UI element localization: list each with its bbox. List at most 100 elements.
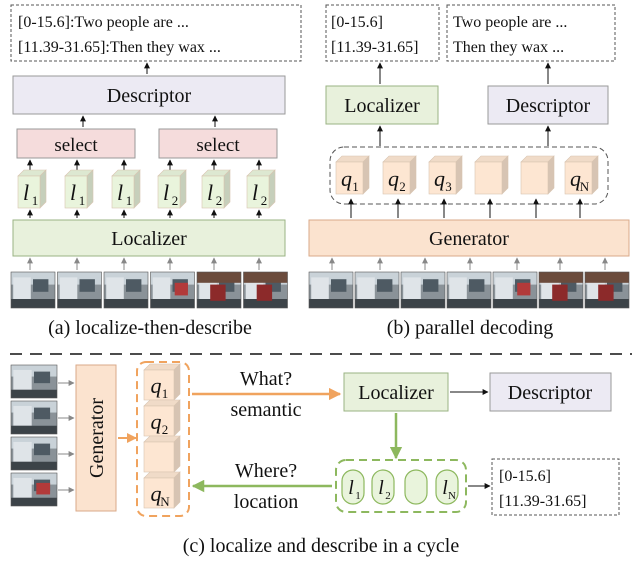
panel-c-query-4-subscript: N xyxy=(160,494,170,509)
panel-b-localizer-label: Localizer xyxy=(344,95,420,117)
panel-b-query-1-subscript: 1 xyxy=(352,179,359,194)
panel-b-frame-3 xyxy=(400,271,446,309)
panel-c-loc-token-2-symbol: l xyxy=(378,477,384,499)
panel-a-token-2-symbol: l xyxy=(70,180,76,205)
panel-a-token-4-symbol: l xyxy=(163,180,169,205)
panel-b-query-4 xyxy=(474,155,509,195)
panel-b-query-6-symbol: q xyxy=(570,166,581,191)
panel-a-frame-5 xyxy=(196,271,242,309)
panel-c-query-2-subscript: 2 xyxy=(162,422,169,437)
panel-a-token-6-subscript: 2 xyxy=(261,193,268,208)
panel-c-loc-token-2-subscript: 2 xyxy=(385,490,391,502)
panel-c-query-2-symbol: q xyxy=(151,409,162,434)
panel-b-generator-box xyxy=(308,219,630,257)
panel-b-caption: (b) parallel decoding xyxy=(387,317,554,339)
panel-c-frame-1 xyxy=(10,364,58,399)
panel-b-query-3-symbol: q xyxy=(434,166,445,191)
panel-c-output-box xyxy=(491,458,620,516)
panel-c-loc-token-1-subscript: 1 xyxy=(355,490,361,502)
panel-b-loc-output-box xyxy=(325,4,440,62)
panel-c-video-frames xyxy=(10,364,58,507)
panel-b-frame-2 xyxy=(354,271,400,309)
panel-b-frame-6 xyxy=(538,271,584,309)
panel-b-desc-output-box xyxy=(446,4,616,62)
panel-a-select-label-2: select xyxy=(196,135,240,156)
panel-c-frame-arrows xyxy=(58,380,75,493)
panel-b-query-2-subscript: 2 xyxy=(399,179,406,194)
panel-a-localizer-label: Localizer xyxy=(111,228,187,250)
panel-a-frame-3 xyxy=(103,271,149,309)
panel-a-output-line2: [11.39-31.65]:Then they wax ... xyxy=(18,39,221,56)
panel-c-caption: (c) localize and describe in a cycle xyxy=(183,535,460,557)
panel-a-frame-1 xyxy=(10,271,56,309)
panel-b-query-group xyxy=(329,146,609,205)
panel-c-query-1-symbol: q xyxy=(151,373,162,398)
panel-a-token-6-symbol: l xyxy=(252,180,258,205)
panel-c-descriptor-box xyxy=(489,372,612,412)
panel-b-frame-7 xyxy=(584,271,630,309)
panel-b-query-2-symbol: q xyxy=(388,166,399,191)
panel-b-query-6-subscript: N xyxy=(580,179,590,194)
panel-a-caption: (a) localize-then-describe xyxy=(48,317,252,339)
panel-c-frame-4 xyxy=(10,472,58,507)
panel-c-loc-token-4-symbol: l xyxy=(442,477,448,499)
panel-a-frame-2 xyxy=(57,271,102,309)
panel-a-token-1-symbol: l xyxy=(23,180,29,205)
panel-a-token-5-subscript: 2 xyxy=(216,193,223,208)
panel-b-loc-output-line1: [0-15.6] xyxy=(331,14,383,31)
panel-b-query-1-symbol: q xyxy=(341,166,352,191)
panel-c-descriptor-label: Descriptor xyxy=(508,382,593,404)
panel-a-select-label-1: select xyxy=(54,135,98,156)
panel-b-localizer-box xyxy=(325,85,439,125)
panel-c-where-label: Where? xyxy=(235,460,297,482)
panel-a-select-box-1 xyxy=(16,128,136,159)
panel-b-query-5 xyxy=(520,155,555,195)
panel-c-generator-box xyxy=(75,364,117,512)
panel-a-output-box xyxy=(10,4,302,62)
panel-a-token-4-subscript: 2 xyxy=(172,193,179,208)
panel-a-token-3-symbol: l xyxy=(117,180,123,205)
panel-c-loc-token-3 xyxy=(404,469,428,505)
panel-c-loc-token-1-symbol: l xyxy=(348,477,354,499)
panel-c-output-line1: [0-15.6] xyxy=(499,468,551,485)
panel-b-frame-4 xyxy=(446,271,492,309)
panel-a-video-frames xyxy=(10,271,288,309)
panel-a: [0-15.6]:Two people are ... [11.39-31.65… xyxy=(10,4,302,339)
panel-b-video-frames xyxy=(308,271,630,309)
panel-a-frame-4 xyxy=(150,271,195,309)
panel-a-localizer-box xyxy=(12,219,286,257)
panel-b-frame-1 xyxy=(308,271,354,309)
panel-b-frame-5 xyxy=(492,271,538,309)
panel-c-localizer-box xyxy=(343,372,449,412)
panel-c-location-label: location xyxy=(234,491,298,513)
panel-b-descriptor-box xyxy=(487,85,609,125)
panel-c-query-3 xyxy=(143,435,181,473)
panel-a-select-box-2 xyxy=(158,128,278,159)
panel-b-descriptor-label: Descriptor xyxy=(506,95,591,117)
panel-c-query-group xyxy=(136,361,190,517)
panel-a-token-3-subscript: 1 xyxy=(126,193,133,208)
panel-b-desc-output-line2: Then they wax ... xyxy=(453,39,564,56)
panel-c-generator-label: Generator xyxy=(86,398,108,478)
panel-c-frame-2 xyxy=(10,400,58,435)
panel-a-output-line1: [0-15.6]:Two people are ... xyxy=(18,14,189,31)
panel-b: [0-15.6] [11.39-31.65] Two people are ..… xyxy=(308,4,630,339)
panel-b-generator-up-arrows xyxy=(348,198,583,218)
panel-c-query-1-subscript: 1 xyxy=(162,386,169,401)
panel-c-localizer-label: Localizer xyxy=(358,382,434,404)
panel-c-semantic-label: semantic xyxy=(230,399,301,421)
panel-a-descriptor-label: Descriptor xyxy=(107,85,192,107)
